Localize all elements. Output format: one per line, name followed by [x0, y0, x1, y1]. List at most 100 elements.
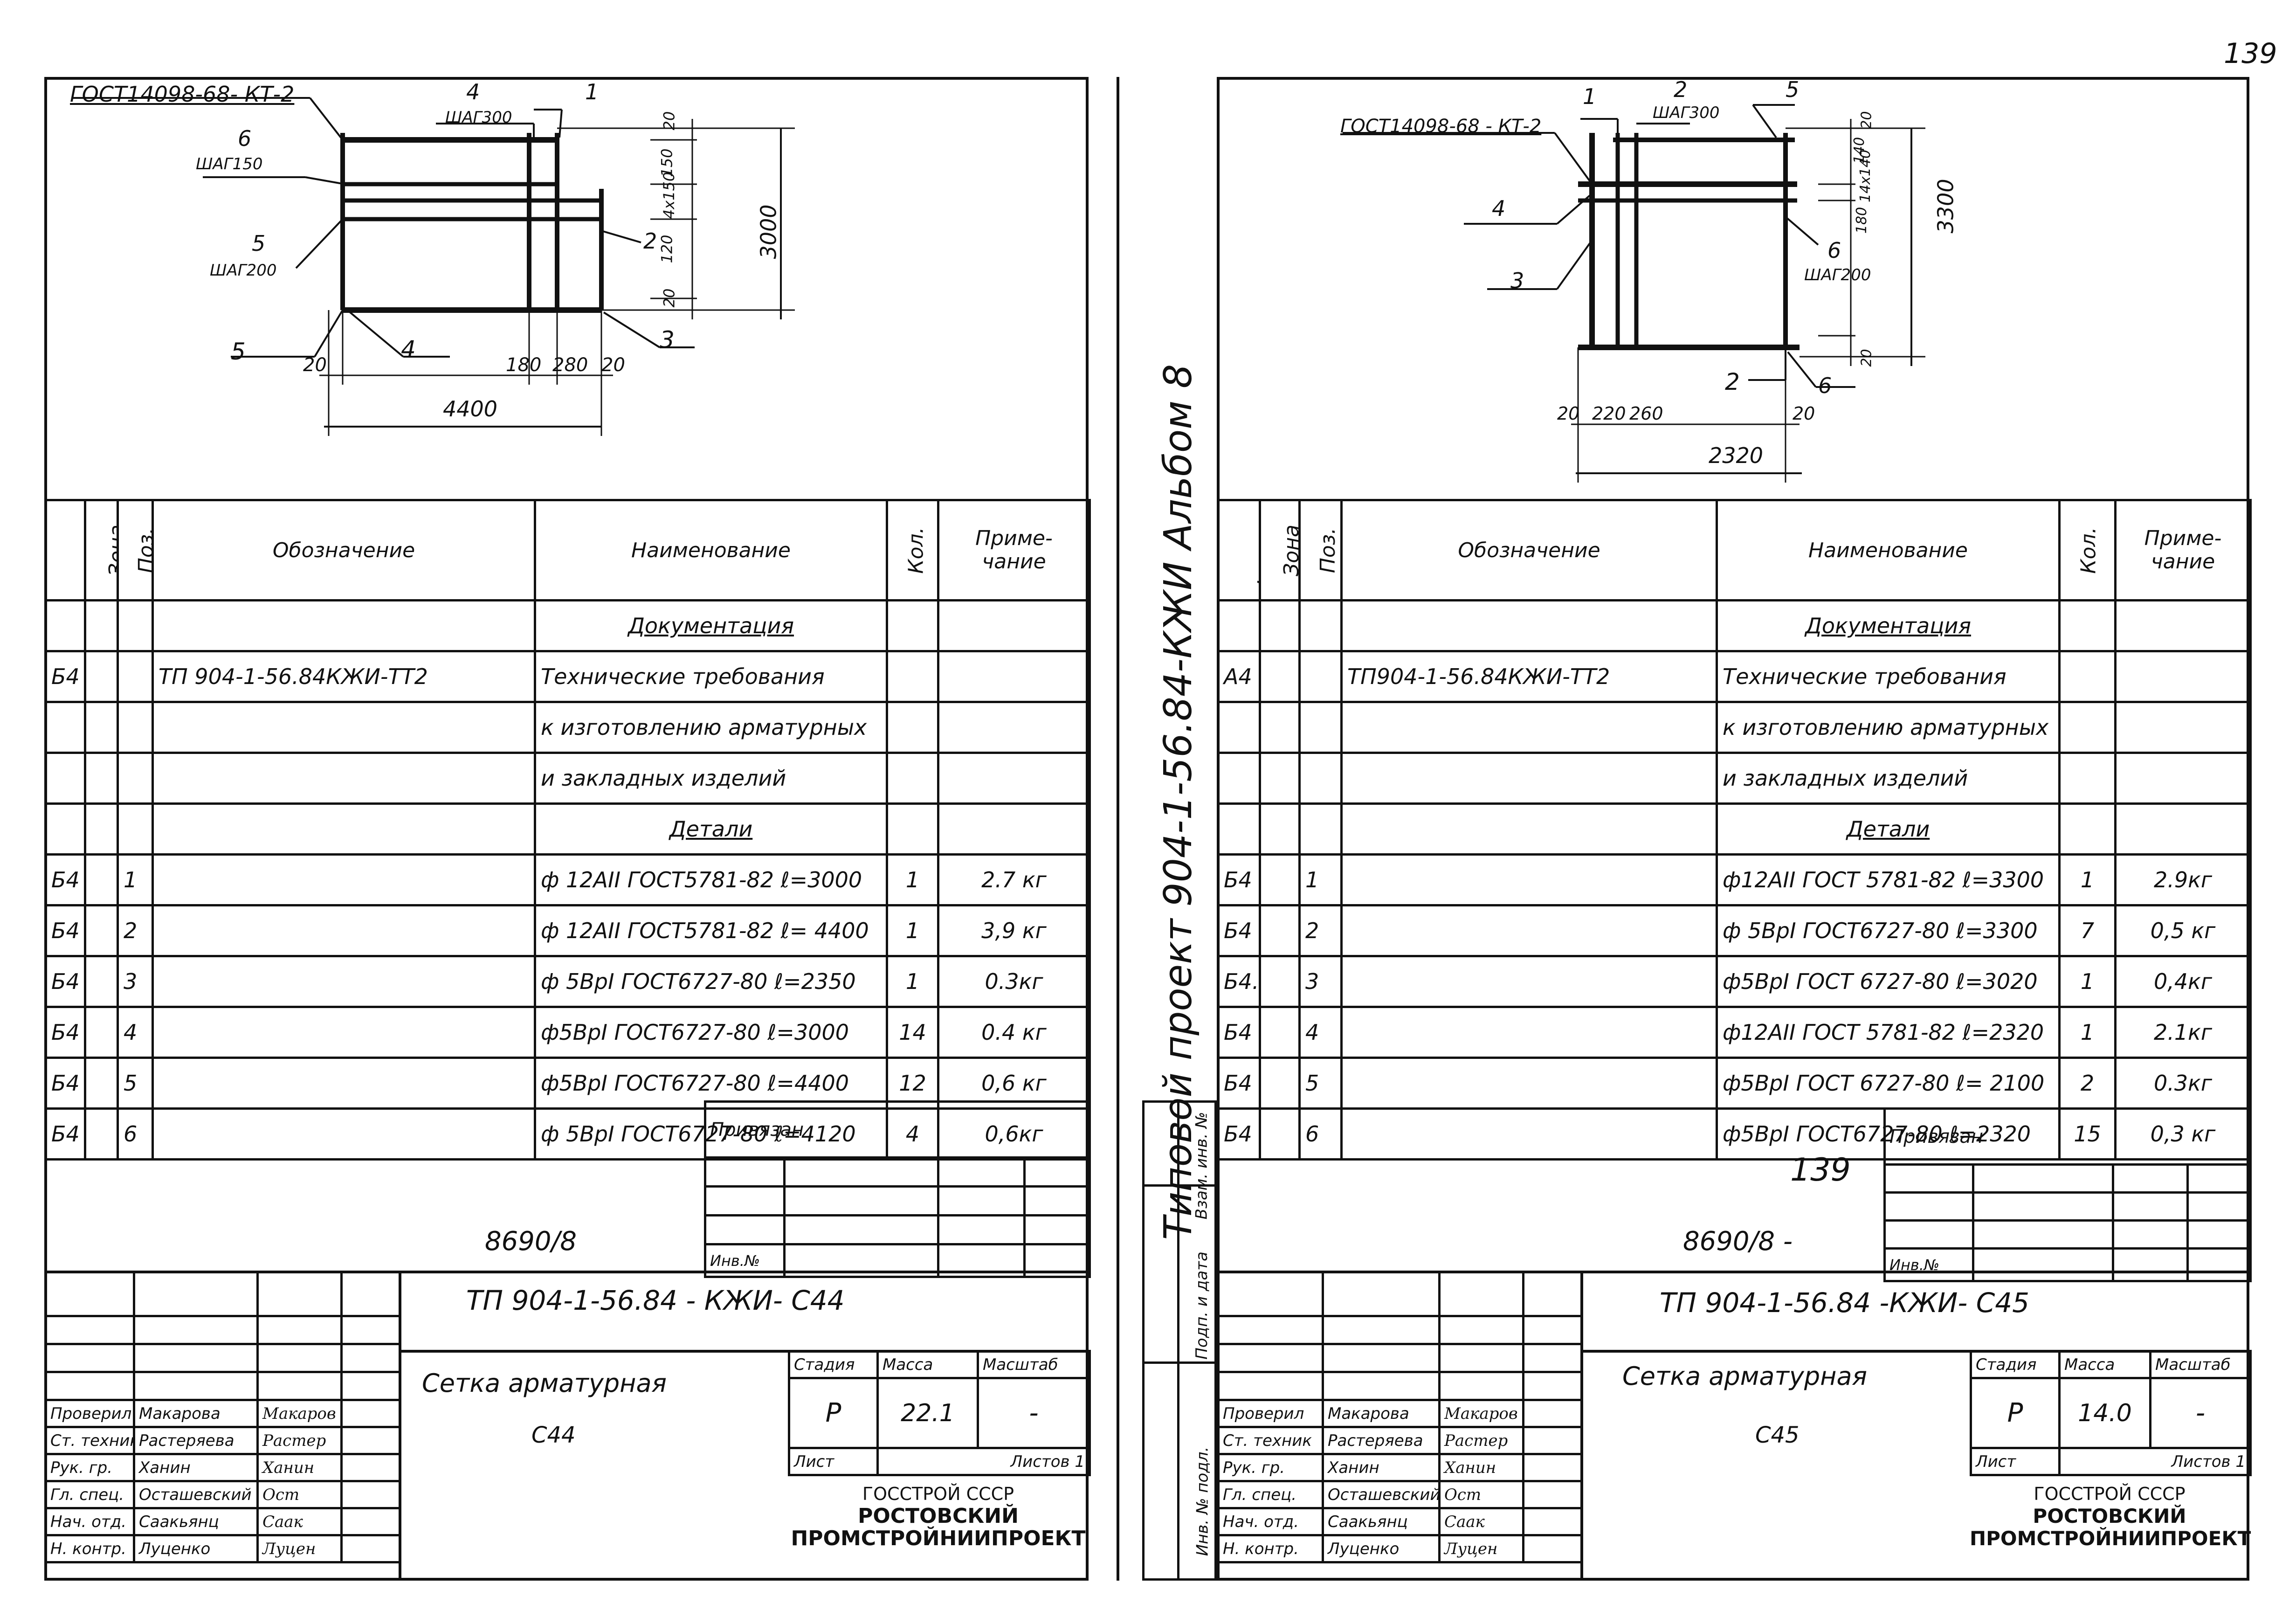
stamp-label: Подп. и дата — [1192, 1251, 1211, 1360]
left-callout-note: ШАГ300 — [445, 108, 512, 127]
mass-value: 22.1 — [876, 1377, 979, 1449]
col-qty: Кол. — [904, 526, 928, 574]
table-row: к изготовлению арматурных — [44, 701, 1091, 754]
left-title-block — [44, 1271, 1089, 1583]
right-dim-bottom: 260 — [1629, 403, 1663, 424]
right-dim-width: 2320 — [1709, 443, 1764, 468]
col-note: Приме-чание — [937, 499, 1091, 601]
table-row: и закладных изделий — [1217, 752, 2252, 805]
right-callout-pos: 6 — [1827, 238, 1841, 263]
right-product-name: Сетка арматурная — [1622, 1361, 1868, 1391]
signature: Луцен — [1438, 1534, 1524, 1563]
signature: Ханин — [256, 1453, 343, 1482]
table-row: Документация — [44, 599, 1091, 652]
left-spec-table: Формат Зона Поз. Обозначение Наименовани… — [44, 499, 1091, 1161]
right-org-stamp: ГОССТРОЙ СССР РОСТОВСКИЙ ПРОМСТРОЙНИИПРО… — [1970, 1484, 2251, 1550]
right-callout-note: ШАГ200 — [1804, 266, 1871, 284]
left-binding-block: Привязан Инв.№ — [703, 1100, 1091, 1278]
right-dim-side: 14х140 — [1857, 149, 1874, 203]
inv-label: Инв.№ — [1883, 1247, 1974, 1282]
page-number: 139 — [2224, 37, 2277, 70]
right-sheet-code: 8690/8 - — [1683, 1226, 1793, 1257]
section-heading: Детали — [534, 802, 888, 856]
col-zone: Зона — [104, 524, 118, 576]
left-callout-pos: 4 — [466, 79, 480, 104]
right-designation: ТП 904-1-56.84 -КЖИ- С45 — [1660, 1287, 2030, 1319]
left-callout-pos: 6 — [238, 126, 252, 151]
right-gost-label: ГОСТ14098-68 - КТ-2 — [1340, 116, 1542, 137]
stage-value: Р — [1970, 1377, 2061, 1449]
table-row: Детали — [44, 802, 1091, 856]
section-heading: Документация — [534, 599, 888, 652]
right-dim-bottom: 20 — [1557, 403, 1580, 424]
right-title-block — [1217, 1271, 2249, 1583]
signature: Растер — [256, 1426, 343, 1455]
middle-gutter — [1089, 77, 1119, 1581]
left-dim-width: 4400 — [443, 396, 498, 422]
right-rebar-drawing — [1343, 104, 1925, 483]
left-designation: ТП 904-1-56.84 - КЖИ- С44 — [466, 1285, 845, 1316]
col-designation: Обозначение — [1340, 499, 1718, 601]
right-dim-bottom: 220 — [1592, 403, 1626, 424]
right-callout-pos: 6 — [1818, 373, 1832, 398]
left-dim-side: 4х150 — [660, 172, 678, 219]
col-designation: Обозначение — [152, 499, 536, 601]
left-dim-side: 120 — [658, 235, 676, 263]
left-callout-pos: 1 — [585, 79, 599, 104]
table-row: Детали — [1217, 802, 2252, 856]
right-dim-side: 20 — [1858, 349, 1875, 367]
left-dim-bottom: 280 — [552, 354, 588, 376]
scale-value: - — [2149, 1377, 2252, 1449]
table-row: к изготовлению арматурных — [1217, 701, 2252, 754]
stamp-label: Взам. инв. № — [1192, 1112, 1211, 1220]
left-dim-height: 3000 — [756, 204, 781, 259]
right-dim-side: 180 — [1854, 207, 1870, 234]
left-rebar-drawing — [72, 97, 795, 436]
right-dim-side: 20 — [1858, 111, 1875, 129]
col-pos: Поз. — [134, 527, 153, 573]
left-dim-bottom-left: 20 — [303, 354, 327, 376]
signature: Макаров — [256, 1399, 343, 1428]
right-callout-pos: 2 — [1725, 368, 1740, 395]
left-callout-pos: 2 — [643, 228, 657, 254]
stamp-label: Инв. № подл. — [1193, 1446, 1212, 1556]
right-callout-pos: 5 — [1786, 77, 1800, 102]
bound-label: Привязан — [1883, 1107, 2252, 1166]
left-callout-note: ШАГ200 — [210, 261, 277, 280]
left-product-code: С44 — [531, 1422, 576, 1448]
signature: Макаров — [1438, 1399, 1524, 1428]
signature: Растер — [1438, 1426, 1524, 1455]
left-sheet-code: 8690/8 — [485, 1226, 577, 1257]
left-callout-pos: 5 — [231, 338, 246, 365]
col-note: Приме-чание — [2114, 499, 2252, 601]
mass-value: 14.0 — [2058, 1377, 2151, 1449]
right-callout-pos: 2 — [1674, 77, 1688, 102]
left-org-stamp: ГОССТРОЙ СССР РОСТОВСКИЙ ПРОМСТРОЙНИИПРО… — [791, 1484, 1086, 1550]
right-dim-height: 3300 — [1933, 179, 1958, 234]
col-format: Формат — [1253, 508, 1260, 592]
signature: Ост — [256, 1480, 343, 1509]
left-dim-side: 20 — [660, 288, 678, 308]
stamp-strip — [1142, 1100, 1217, 1581]
col-name: Наименование — [534, 499, 888, 601]
col-format: Формат — [81, 508, 85, 592]
stage-value: Р — [788, 1377, 879, 1449]
signature: Ханин — [1438, 1453, 1524, 1482]
scale-value: - — [977, 1377, 1091, 1449]
col-pos: Поз. — [1316, 527, 1340, 573]
table-row: Документация — [1217, 599, 2252, 652]
col-name: Наименование — [1716, 499, 2061, 601]
col-zone: Зона — [1279, 524, 1300, 576]
left-gost-label: ГОСТ14098-68- КТ-2 — [70, 82, 295, 107]
signature: Ост — [1438, 1480, 1524, 1509]
